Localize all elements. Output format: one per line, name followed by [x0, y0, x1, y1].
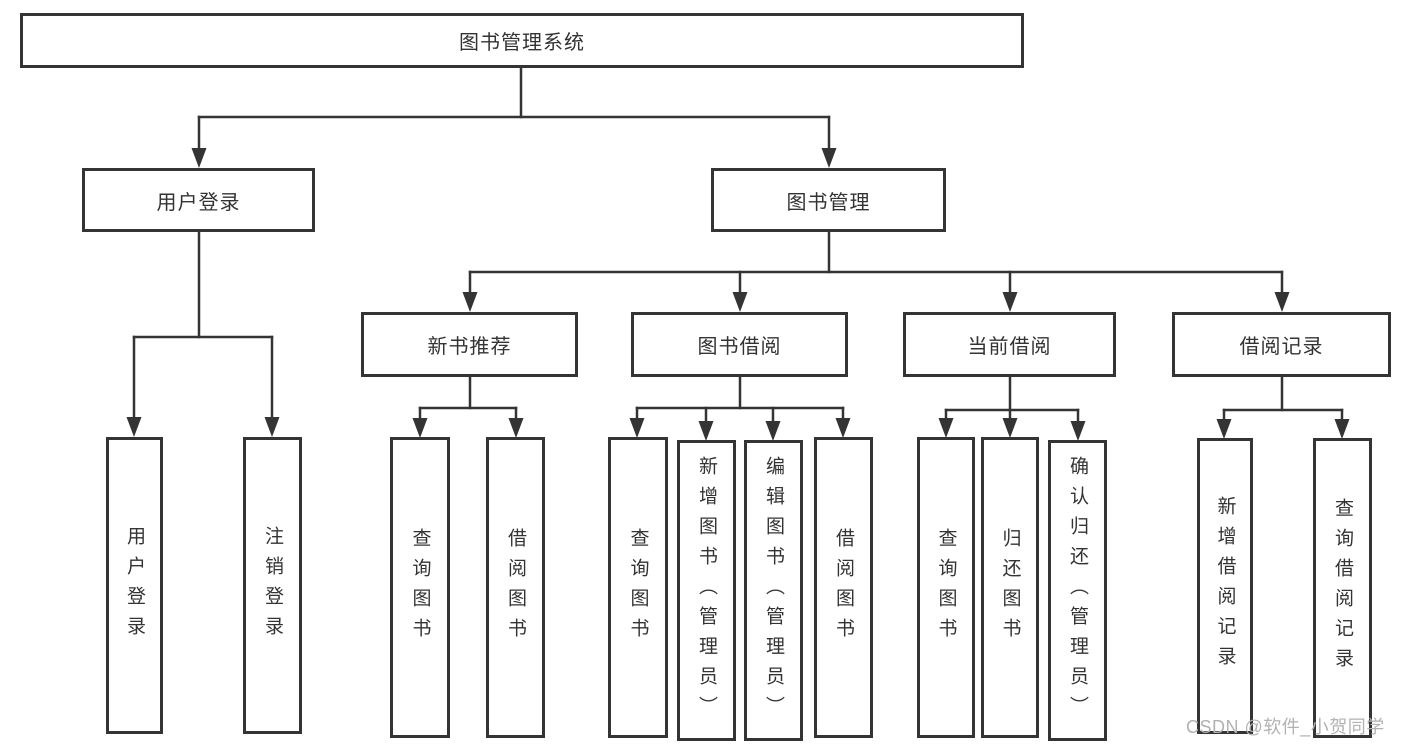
- node-query-borrow-record: 查询借阅记录: [1313, 438, 1372, 738]
- arrowhead-borrow-book-2: [835, 418, 851, 438]
- connector-book-mgmt: [462, 230, 1290, 312]
- node-edit-book: 编辑图书（管理员）: [744, 440, 803, 741]
- node-label-login: 用户登录: [124, 525, 145, 646]
- node-return-book: 归还图书: [981, 437, 1039, 738]
- connector-borrow-record: [1216, 375, 1350, 439]
- node-add-book: 新增图书（管理员）: [677, 440, 736, 741]
- node-label-edit-book: 编辑图书（管理员）: [763, 455, 784, 726]
- node-book-mgmt: 图书管理: [711, 168, 946, 232]
- arrowhead-current-borrow: [1002, 292, 1018, 312]
- node-label-book-borrow: 图书借阅: [697, 336, 782, 358]
- arrowhead-login: [126, 417, 142, 437]
- node-label-query-book-1: 查询图书: [409, 527, 431, 648]
- node-root: 图书管理系统: [20, 13, 1024, 68]
- node-book-borrow: 图书借阅: [631, 312, 848, 377]
- arrowhead-return-book: [1002, 418, 1018, 438]
- node-label-add-book: 新增图书（管理员）: [696, 455, 717, 726]
- node-current-borrow: 当前借阅: [903, 312, 1116, 377]
- arrowhead-query-book-2: [629, 418, 645, 438]
- arrowhead-borrow-book-1: [508, 418, 524, 438]
- connector-book-borrow: [629, 375, 851, 441]
- node-user-login: 用户登录: [82, 168, 315, 232]
- node-label-current-borrow: 当前借阅: [967, 336, 1052, 358]
- node-label-user-login: 用户登录: [156, 191, 241, 214]
- arrowhead-add-borrow-record: [1216, 419, 1232, 439]
- node-borrow-book-1: 借阅图书: [486, 437, 545, 738]
- node-borrow-record: 借阅记录: [1172, 312, 1391, 377]
- connector-new-book-rec: [412, 375, 524, 438]
- node-label-confirm-return: 确认归还（管理员）: [1067, 455, 1088, 726]
- node-label-add-borrow-record: 新增借阅记录: [1214, 496, 1236, 676]
- node-add-borrow-record: 新增借阅记录: [1197, 438, 1253, 734]
- arrowhead-new-book-rec: [462, 292, 478, 312]
- node-label-book-mgmt: 图书管理: [786, 191, 871, 214]
- node-logout: 注销登录: [243, 437, 302, 734]
- connector-current-borrow: [938, 375, 1086, 441]
- arrowhead-edit-book: [765, 421, 781, 441]
- node-label-borrow-book-2: 借阅图书: [833, 527, 854, 648]
- node-label-logout: 注销登录: [262, 525, 283, 646]
- node-query-book-2: 查询图书: [608, 437, 668, 738]
- node-label-borrow-record: 借阅记录: [1239, 336, 1324, 358]
- arrowhead-query-book-1: [412, 418, 428, 438]
- arrowhead-borrow-record: [1274, 292, 1290, 312]
- node-label-borrow-book-1: 借阅图书: [505, 527, 526, 648]
- node-label-root: 图书管理系统: [459, 32, 585, 54]
- node-query-book-3: 查询图书: [917, 437, 975, 738]
- node-label-query-borrow-record: 查询借阅记录: [1332, 498, 1353, 678]
- node-label-new-book-rec: 新书推荐: [427, 336, 512, 358]
- node-label-query-book-2: 查询图书: [627, 527, 649, 648]
- arrowhead-user-login: [191, 148, 207, 168]
- node-query-book-1: 查询图书: [390, 437, 450, 738]
- watermark: CSDN @软件_小贺同学: [1186, 717, 1385, 737]
- node-new-book-rec: 新书推荐: [361, 312, 578, 377]
- node-label-return-book: 归还图书: [999, 527, 1021, 648]
- arrowhead-add-book: [698, 421, 714, 441]
- arrowhead-book-mgmt: [821, 148, 837, 168]
- arrowhead-logout: [264, 417, 280, 437]
- node-borrow-book-2: 借阅图书: [814, 437, 873, 738]
- node-label-query-book-3: 查询图书: [935, 527, 957, 648]
- arrowhead-query-borrow-record: [1334, 419, 1350, 439]
- arrowhead-book-borrow: [732, 292, 748, 312]
- node-login: 用户登录: [106, 437, 163, 734]
- arrowhead-confirm-return: [1070, 421, 1086, 441]
- connector-user-login: [126, 230, 280, 437]
- connector-root: [191, 66, 837, 168]
- node-confirm-return: 确认归还（管理员）: [1048, 440, 1107, 741]
- arrowhead-query-book-3: [938, 418, 954, 438]
